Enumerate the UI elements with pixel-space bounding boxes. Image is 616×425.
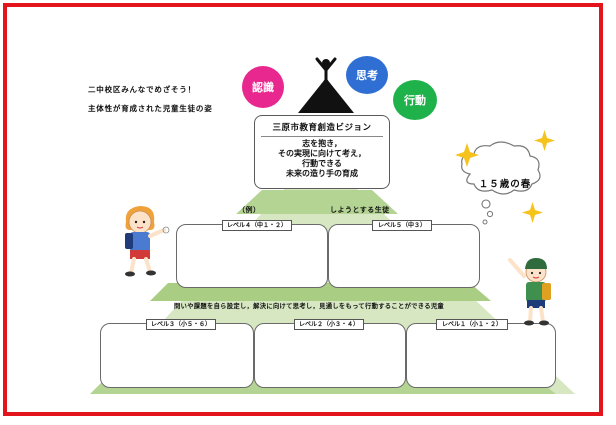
- level2-tag: レベル２（小３・４）: [294, 319, 364, 330]
- example-label: （例）: [238, 206, 261, 214]
- vision-line-2: その実現に向けて考え，: [278, 149, 366, 158]
- vision-line-3: 行動できる: [302, 159, 342, 168]
- slogan-line-1: 二中校区みんなでめざそう！: [88, 85, 196, 94]
- mountain-peak-icon: [298, 57, 354, 113]
- level5-panel: [328, 224, 480, 288]
- star-icon: [522, 202, 543, 223]
- vision-line-1: 志を抱き，: [302, 139, 342, 148]
- level1-tag: レベル１（小１・２）: [436, 319, 508, 330]
- level1-panel: [406, 323, 556, 388]
- level4-tag: レベル４（中１・２）: [222, 220, 292, 231]
- pyramid-band-top: [236, 190, 398, 214]
- level3-tag: レベル３（小５・６）: [146, 319, 216, 330]
- tier1-caption: 問いや課題を自ら設定し，解決に向けて思考し，見通しをもって行動することができる児…: [174, 303, 445, 310]
- koudou-circle: 行動: [393, 80, 437, 120]
- tier2-caption: しようとする生徒: [330, 206, 390, 214]
- ninshiki-circle: 認識: [242, 66, 284, 108]
- ninshiki-label: 認識: [252, 81, 274, 94]
- vision-box: 三原市教育創造ビジョン 志を抱き， その実現に向けて考え， 行動できる 未来の造…: [254, 115, 390, 189]
- star-icon: [455, 143, 479, 167]
- shikou-circle: 思考: [346, 56, 388, 94]
- vision-line-4: 未来の造り手の育成: [286, 169, 358, 178]
- slogan-line-2: 主体性が育成された児童生徒の姿: [88, 104, 213, 113]
- goal-bubble-text: １５歳の春: [478, 179, 532, 190]
- level2-panel: [254, 323, 406, 388]
- star-icon: [534, 130, 555, 151]
- student-boy-illustration: [508, 258, 551, 326]
- vision-title: 三原市教育創造ビジョン: [272, 123, 372, 133]
- level4-panel: [176, 224, 328, 288]
- level3-panel: [100, 323, 254, 388]
- thought-bubble-graphic: [455, 130, 555, 225]
- red-frame: [3, 3, 603, 416]
- level5-tag: レベル５（中３）: [372, 220, 432, 231]
- koudou-label: 行動: [404, 94, 426, 107]
- student-girl-illustration: [125, 206, 170, 277]
- shikou-label: 思考: [356, 69, 378, 82]
